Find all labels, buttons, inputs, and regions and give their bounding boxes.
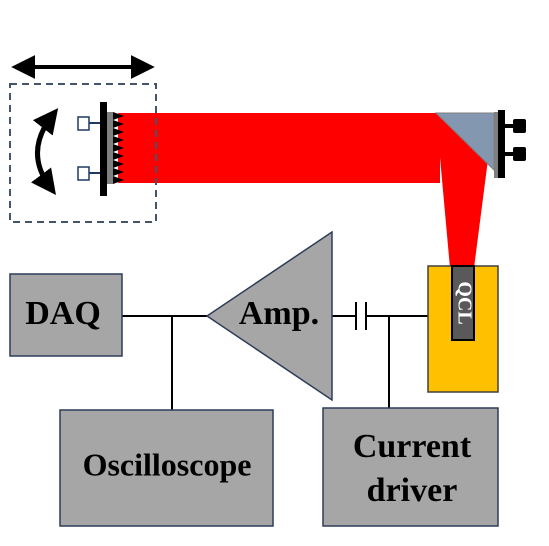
grating-substrate [107,112,113,184]
qcl-label: QCL [453,281,475,324]
daq-rect [9,273,123,357]
amplifier: Amp. [205,230,333,402]
translation-stage [9,55,157,223]
qcl-module: QCL [427,265,499,393]
amp-triangle [205,230,333,402]
oscilloscope-rect [59,409,274,527]
mirror-knob-top-stem [505,124,513,128]
beam-horizontal [118,113,440,183]
current-driver-label-line1: Current [353,428,472,465]
mount-pin-bottom [77,166,90,181]
current-driver-rect [322,407,499,527]
fold-mirror [434,110,526,178]
daq-box: DAQ [9,273,123,357]
oscilloscope-label: Oscilloscope [83,446,252,482]
oscilloscope-box: Oscilloscope [59,409,274,527]
grating-mount [100,102,107,196]
wiring [122,315,428,410]
amp-label: Amp. [239,295,319,332]
mount-pin-top [77,116,90,131]
current-driver-box: Current driver [322,407,499,527]
qcl-chip [451,265,475,341]
current-driver-label-line2: driver [367,472,458,509]
grating-icon [113,112,124,184]
daq-label: DAQ [25,295,101,332]
mirror-knob-top [513,119,526,133]
capacitor-symbol [355,302,367,330]
mirror-knob-bottom-stem [505,152,513,156]
laser-beam [118,113,494,268]
rotation-icon [31,108,59,196]
mirror-mount [498,110,505,178]
mirror-back [494,112,498,178]
mirror-knob-bottom [513,147,526,161]
stage-dashed-box [9,83,157,223]
